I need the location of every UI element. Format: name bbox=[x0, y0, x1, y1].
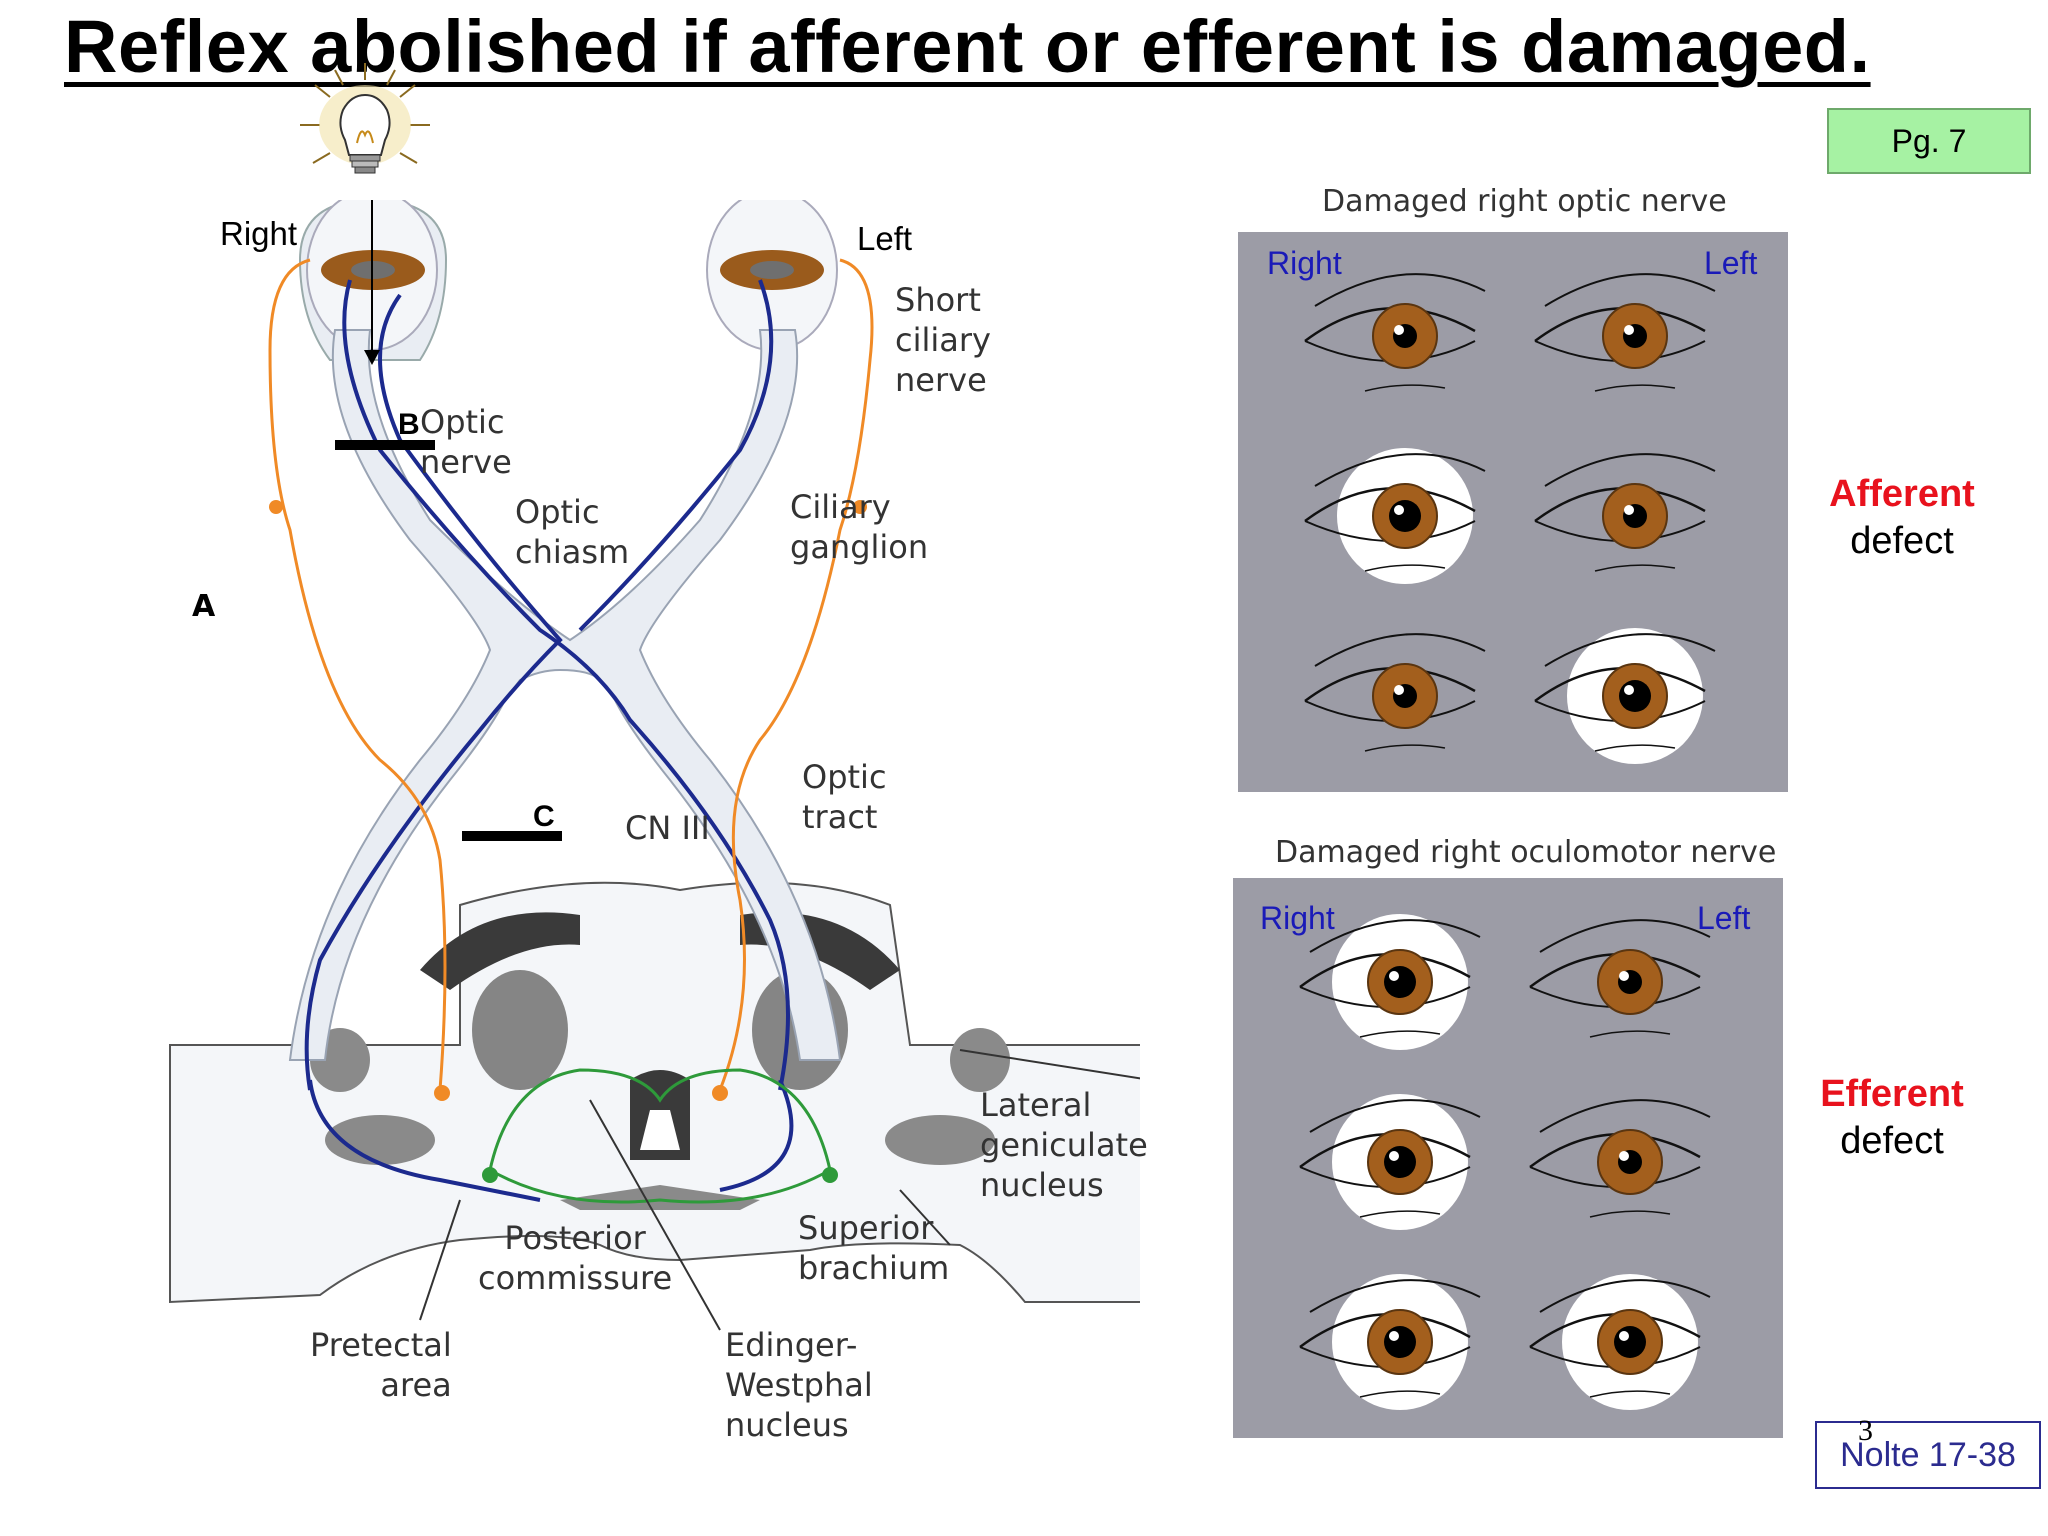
eye-label-left: Left bbox=[857, 220, 913, 257]
panel-1-eyes bbox=[1304, 273, 1716, 764]
pupillary-reflex-diagram bbox=[169, 200, 1140, 1331]
eye-left-3 bbox=[1529, 1274, 1711, 1410]
panel-letter: A bbox=[192, 589, 216, 624]
afferent-subtitle: defect bbox=[1850, 520, 1954, 562]
reference-box: Nolte 17-38 bbox=[1815, 1421, 2041, 1489]
eye-left-2 bbox=[1534, 453, 1716, 572]
lesion-bar-b bbox=[335, 440, 435, 450]
panel-2-right-label: Right bbox=[1260, 900, 1335, 936]
eye-left-1 bbox=[1534, 273, 1716, 392]
panel-2-efferent bbox=[1233, 878, 1783, 1438]
efferent-subtitle: defect bbox=[1840, 1120, 1944, 1162]
lesion-label-c: C bbox=[533, 800, 555, 833]
eye-right-1 bbox=[1304, 273, 1486, 392]
afferent-title: Afferent bbox=[1829, 473, 1975, 515]
panel-2-title: Damaged right oculomotor nerve bbox=[1275, 835, 1777, 870]
label-cn3: CN III bbox=[625, 809, 710, 847]
eye-left-2 bbox=[1529, 1099, 1711, 1218]
efferent-title: Efferent bbox=[1820, 1073, 1964, 1115]
panel-1-afferent bbox=[1238, 232, 1788, 792]
eye-label-right: Right bbox=[220, 215, 298, 252]
panel-1-right-label: Right bbox=[1267, 245, 1342, 281]
lesion-bar-c bbox=[462, 831, 562, 841]
eye-left-1 bbox=[1529, 919, 1711, 1038]
eye-right-2 bbox=[1304, 448, 1486, 584]
panel-2-eyes bbox=[1299, 914, 1711, 1410]
page-badge: Pg. 7 bbox=[1827, 108, 2031, 174]
eye-right-3 bbox=[1299, 1274, 1481, 1410]
eye-right-3 bbox=[1304, 633, 1486, 752]
panel-2-left-label: Left bbox=[1697, 900, 1751, 936]
eye-left-3 bbox=[1534, 628, 1716, 764]
eye-right-2 bbox=[1299, 1094, 1481, 1230]
light-bulb-icon bbox=[300, 63, 430, 174]
lesion-label-b: B bbox=[398, 408, 420, 441]
panel-1-left-label: Left bbox=[1704, 245, 1758, 281]
eye-right-1 bbox=[1299, 914, 1481, 1050]
panel-1-title: Damaged right optic nerve bbox=[1322, 184, 1727, 219]
slide-number: 3 bbox=[1858, 1414, 1873, 1447]
